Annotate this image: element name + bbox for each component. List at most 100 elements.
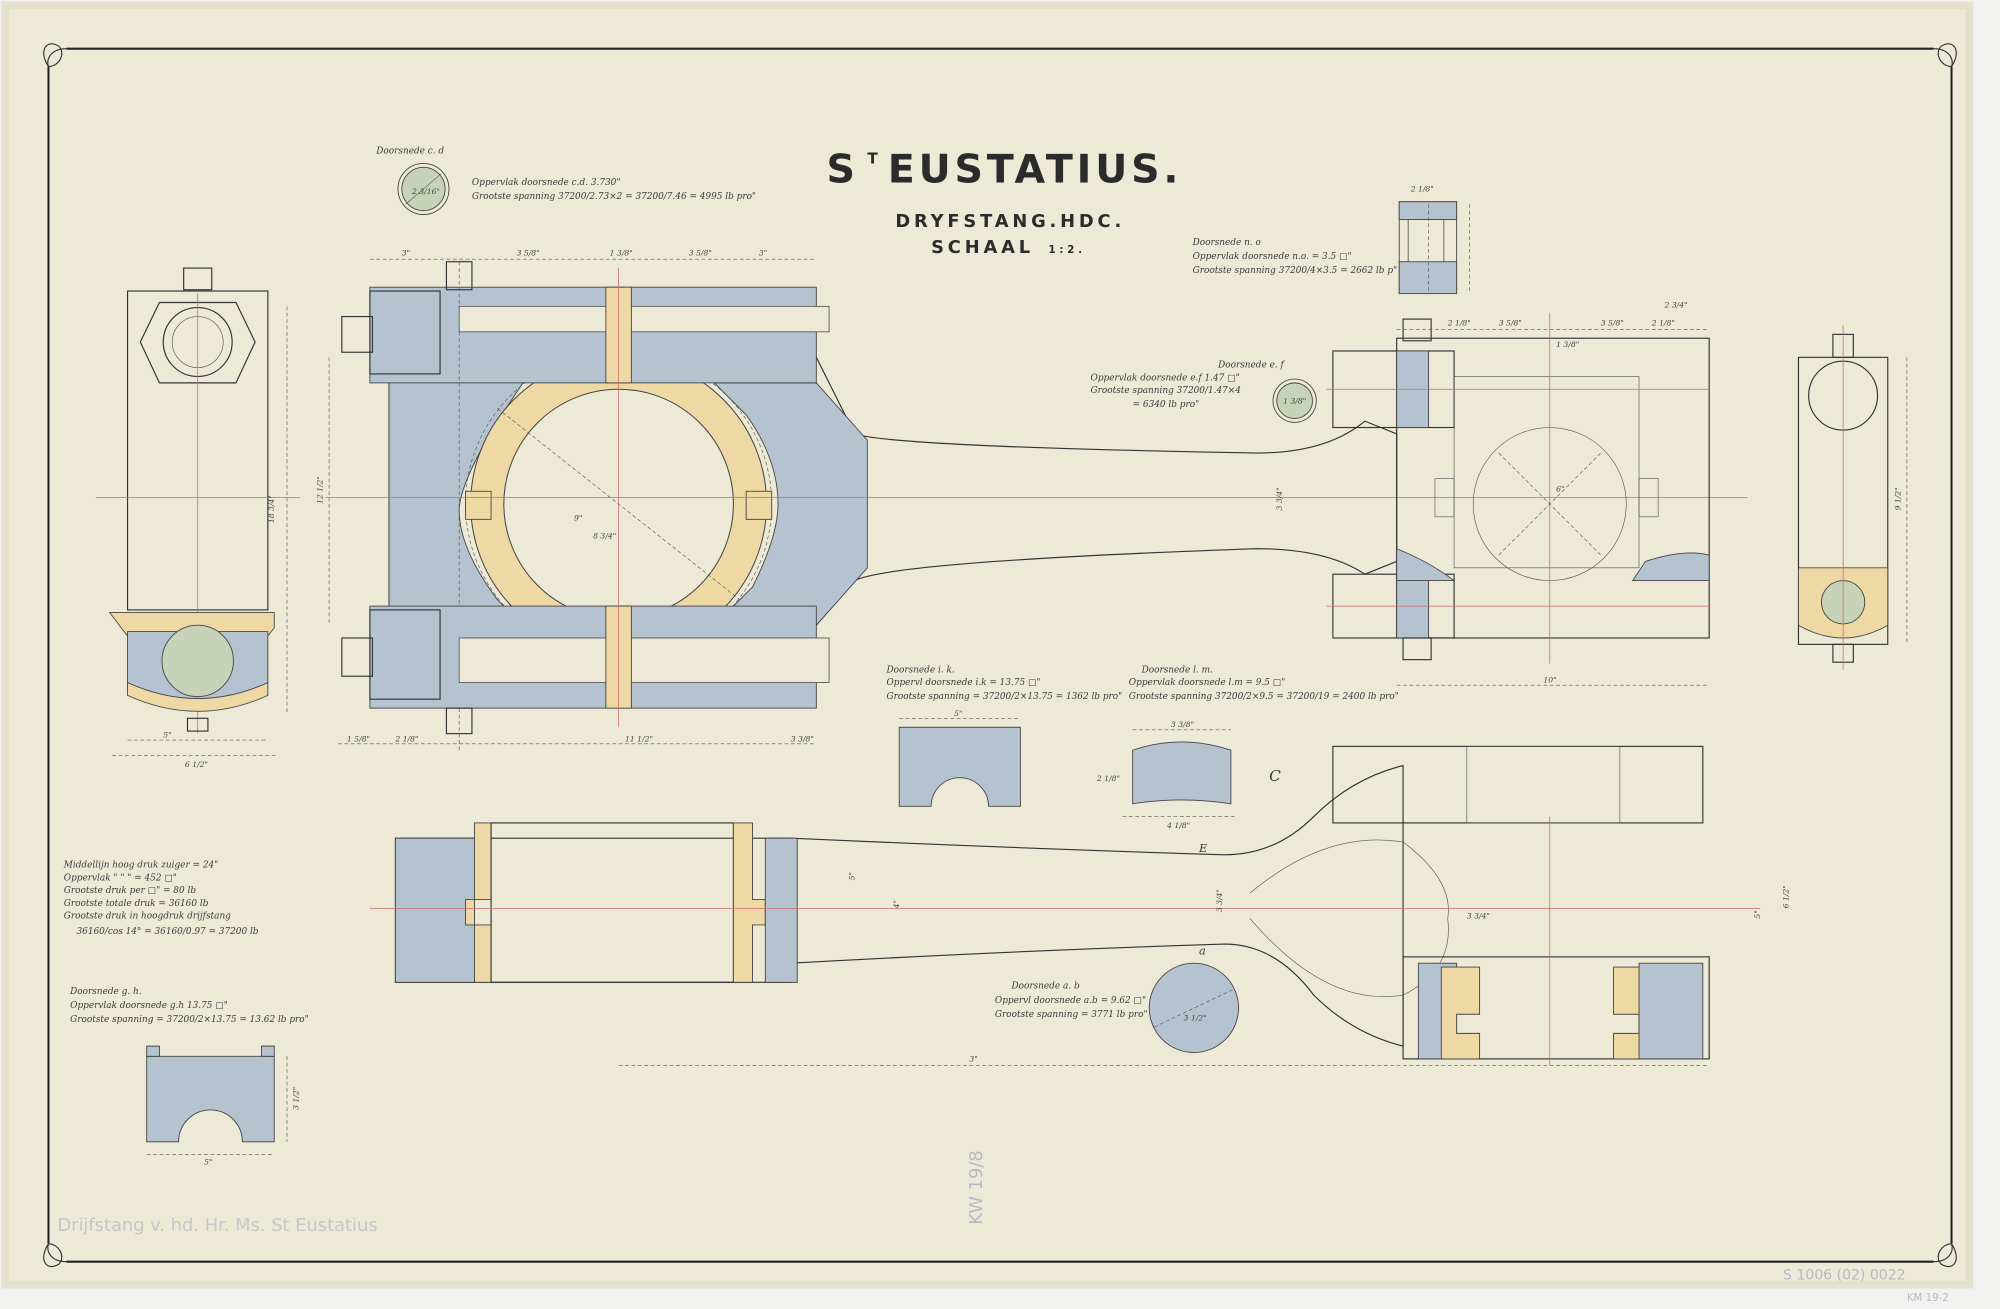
section-mark-e: E (1198, 841, 1208, 855)
svg-text:Oppervlak doorsnede n.o. = 3.5: Oppervlak doorsnede n.o. = 3.5 □" (1193, 252, 1352, 262)
left-end-view: 18 3/4" 5" 6 1/2" (95, 267, 300, 769)
connecting-rod-plan: 3" 5" 4" 3 3/4" 6 1/2" 5" 3 3/4" C E a (369, 745, 1790, 1066)
svg-text:Doorsnede a. b: Doorsnede a. b (1010, 982, 1079, 992)
svg-text:3 1/2": 3 1/2" (1184, 1014, 1207, 1023)
section-cd-heading: Doorsnede c. d (375, 146, 444, 156)
svg-text:Grootste spanning 37200/4×3.5: Grootste spanning 37200/4×3.5 = 2662 lb … (1193, 266, 1398, 276)
border-frame (43, 43, 1957, 1268)
scale-label: SCHAAL (931, 237, 1034, 258)
subtitle: DRYFSTANG.HDC. (895, 211, 1125, 232)
svg-text:3 3/4": 3 3/4" (1215, 889, 1224, 912)
stamp-sub: KM 19-2 (1907, 1293, 1949, 1304)
section-mark-a: a (1199, 943, 1206, 957)
right-end-view: 9 1/2" (1797, 325, 1908, 670)
svg-text:Oppervlak doorsnede g.h 13.75: Oppervlak doorsnede g.h 13.75 □" (70, 1001, 228, 1011)
section-cd-area: Oppervlak doorsnede c.d. 3.730" (472, 178, 621, 188)
svg-text:Grootste spanning 37200/2×9.5: Grootste spanning 37200/2×9.5 = 37200/19… (1129, 692, 1399, 702)
svg-text:9 1/2": 9 1/2" (1894, 487, 1903, 510)
svg-text:Grootste spanning = 3771 lb pr: Grootste spanning = 3771 lb pro" (995, 1010, 1148, 1020)
svg-text:1 3/8": 1 3/8" (1283, 396, 1306, 405)
section-lm: Doorsnede l. m. Oppervlak doorsnede l.m … (1096, 665, 1399, 830)
svg-text:8 3/4": 8 3/4" (593, 531, 616, 540)
svg-text:Doorsnede l. m.: Doorsnede l. m. (1141, 665, 1213, 675)
svg-text:3 3/8": 3 3/8" (791, 734, 814, 743)
svg-text:3 5/8": 3 5/8" (517, 248, 540, 257)
svg-text:11 1/2": 11 1/2" (625, 734, 653, 743)
section-cd: Doorsnede c. d 2 3/16" Oppervlak doorsne… (375, 146, 756, 215)
svg-text:Doorsnede e. f: Doorsnede e. f (1217, 361, 1285, 371)
svg-text:2 1/8": 2 1/8" (1447, 318, 1471, 327)
svg-text:Oppervl doorsnede i.k = 13.75: Oppervl doorsnede i.k = 13.75 □" (886, 678, 1040, 688)
svg-text:Oppervlak doorsnede l.m = 9.5: Oppervlak doorsnede l.m = 9.5 □" (1129, 678, 1285, 688)
svg-text:Middellijn hoog druk zuiger =: Middellijn hoog druk zuiger = 24" (63, 861, 219, 871)
svg-text:Grootste spanning = 37200/2×13: Grootste spanning = 37200/2×13.75 = 1362… (886, 692, 1122, 702)
svg-text:3 1/2": 3 1/2" (291, 1087, 300, 1110)
svg-text:1 3/8": 1 3/8" (1556, 340, 1579, 349)
svg-text:1 3/8": 1 3/8" (610, 248, 633, 257)
svg-text:3": 3" (759, 248, 767, 257)
title-block: S T EUSTATIUS. DRYFSTANG.HDC. SCHAAL 1:2… (827, 147, 1183, 258)
archive-marks: KW 19/8 Drijfstang v. hd. Hr. Ms. St Eus… (57, 1150, 1948, 1304)
faint-note: Drijfstang v. hd. Hr. Ms. St Eustatius (57, 1215, 377, 1236)
svg-text:3 5/8": 3 5/8" (1499, 318, 1522, 327)
svg-text:Grootste druk in hoogdruk drij: Grootste druk in hoogdruk drijfstang (64, 912, 231, 922)
svg-text:2 3/16": 2 3/16" (411, 187, 440, 196)
svg-text:Grootste spanning 37200/1.47×: Grootste spanning 37200/1.47×4 (1091, 386, 1242, 396)
svg-text:5": 5" (204, 1158, 212, 1167)
title-superscript: T (867, 149, 881, 167)
svg-text:2 1/8": 2 1/8" (394, 734, 418, 743)
svg-text:6": 6" (1556, 484, 1564, 493)
svg-text:4": 4" (892, 900, 901, 909)
svg-text:5": 5" (848, 872, 857, 880)
svg-text:Grootste druk per □": Grootste druk per □" = 80 lb (64, 886, 197, 896)
paper (5, 5, 1970, 1285)
svg-text:3": 3" (969, 1054, 977, 1063)
svg-text:Doorsnede i. k.: Doorsnede i. k. (885, 665, 954, 675)
svg-text:Doorsnede n. o: Doorsnede n. o (1192, 238, 1261, 248)
svg-text:2 1/8": 2 1/8" (1410, 185, 1434, 194)
svg-text:9": 9" (574, 514, 582, 523)
section-no: Doorsnede n. o Oppervlak doorsnede n.o. … (1192, 185, 1470, 295)
svg-text:2 1/8": 2 1/8" (1096, 774, 1120, 783)
svg-text:2 3/4": 2 3/4" (1664, 301, 1688, 310)
section-ik: Doorsnede i. k. Oppervl doorsnede i.k = … (885, 665, 1122, 807)
svg-text:4 1/8": 4 1/8" (1166, 821, 1190, 830)
title-main: EUSTATIUS. (888, 147, 1183, 193)
svg-text:= 6340 lb pro": = 6340 lb pro" (1133, 400, 1200, 410)
svg-text:Oppervlak " " ": Oppervlak " " " = 452 □" (64, 873, 177, 883)
scale-value: 1:2. (1048, 245, 1085, 256)
svg-text:Grootste spanning = 37200/2×1: Grootste spanning = 37200/2×13.75 = 13.6… (70, 1015, 309, 1025)
svg-text:5": 5" (163, 730, 171, 739)
svg-text:5": 5" (1753, 910, 1762, 918)
svg-text:3 3/8": 3 3/8" (1171, 720, 1194, 729)
section-mark-c: C (1269, 767, 1281, 785)
pencil-number: KW 19/8 (966, 1150, 987, 1224)
svg-text:12 1/2": 12 1/2" (316, 476, 325, 504)
section-ab: Doorsnede a. b Oppervl doorsnede a.b = 9… (995, 962, 1239, 1053)
svg-text:1 5/8": 1 5/8" (347, 734, 370, 743)
svg-text:6 1/2": 6 1/2" (185, 760, 208, 769)
section-gh: Doorsnede g. h. Oppervlak doorsnede g.h … (69, 987, 309, 1167)
stamp-number: S 1006 (02) 0022 (1783, 1268, 1905, 1284)
section-ef: Doorsnede e. f Oppervlak doorsnede e.f 1… (1091, 361, 1317, 423)
small-end-elevation: 6" 2 1/8" 3 5/8" 1 3/8" 3 5/8" 2 1/8" 2 … (1326, 301, 1710, 686)
calculation-notes: Middellijn hoog druk zuiger = 24" Opperv… (63, 861, 259, 937)
svg-text:10": 10" (1543, 676, 1556, 685)
svg-text:3 3/4": 3 3/4" (1275, 487, 1284, 510)
svg-text:6 1/2": 6 1/2" (1781, 885, 1790, 908)
svg-text:36160/cos 14° = 36160/0.97 = 3: 36160/cos 14° = 36160/0.97 = 37200 lb (77, 927, 259, 937)
svg-text:Grootste totale druk: Grootste totale druk = 36160 lb (64, 899, 209, 909)
section-cd-stress: Grootste spanning 37200/2.73×2 = 37200/7… (472, 192, 756, 202)
svg-text:18 3/4": 18 3/4" (267, 495, 276, 523)
svg-text:Oppervlak doorsnede e.f 1.47: Oppervlak doorsnede e.f 1.47 □" (1091, 373, 1240, 383)
svg-text:5": 5" (954, 709, 962, 718)
svg-text:3": 3" (402, 248, 410, 257)
title-prefix: S (827, 147, 859, 193)
svg-text:Doorsnede g. h.: Doorsnede g. h. (69, 987, 142, 997)
svg-text:2 1/8": 2 1/8" (1651, 318, 1675, 327)
svg-text:3 5/8": 3 5/8" (1601, 318, 1624, 327)
svg-text:Oppervl doorsnede a.b = 9.62 □: Oppervl doorsnede a.b = 9.62 □" (995, 996, 1146, 1006)
svg-text:3 5/8": 3 5/8" (689, 248, 712, 257)
